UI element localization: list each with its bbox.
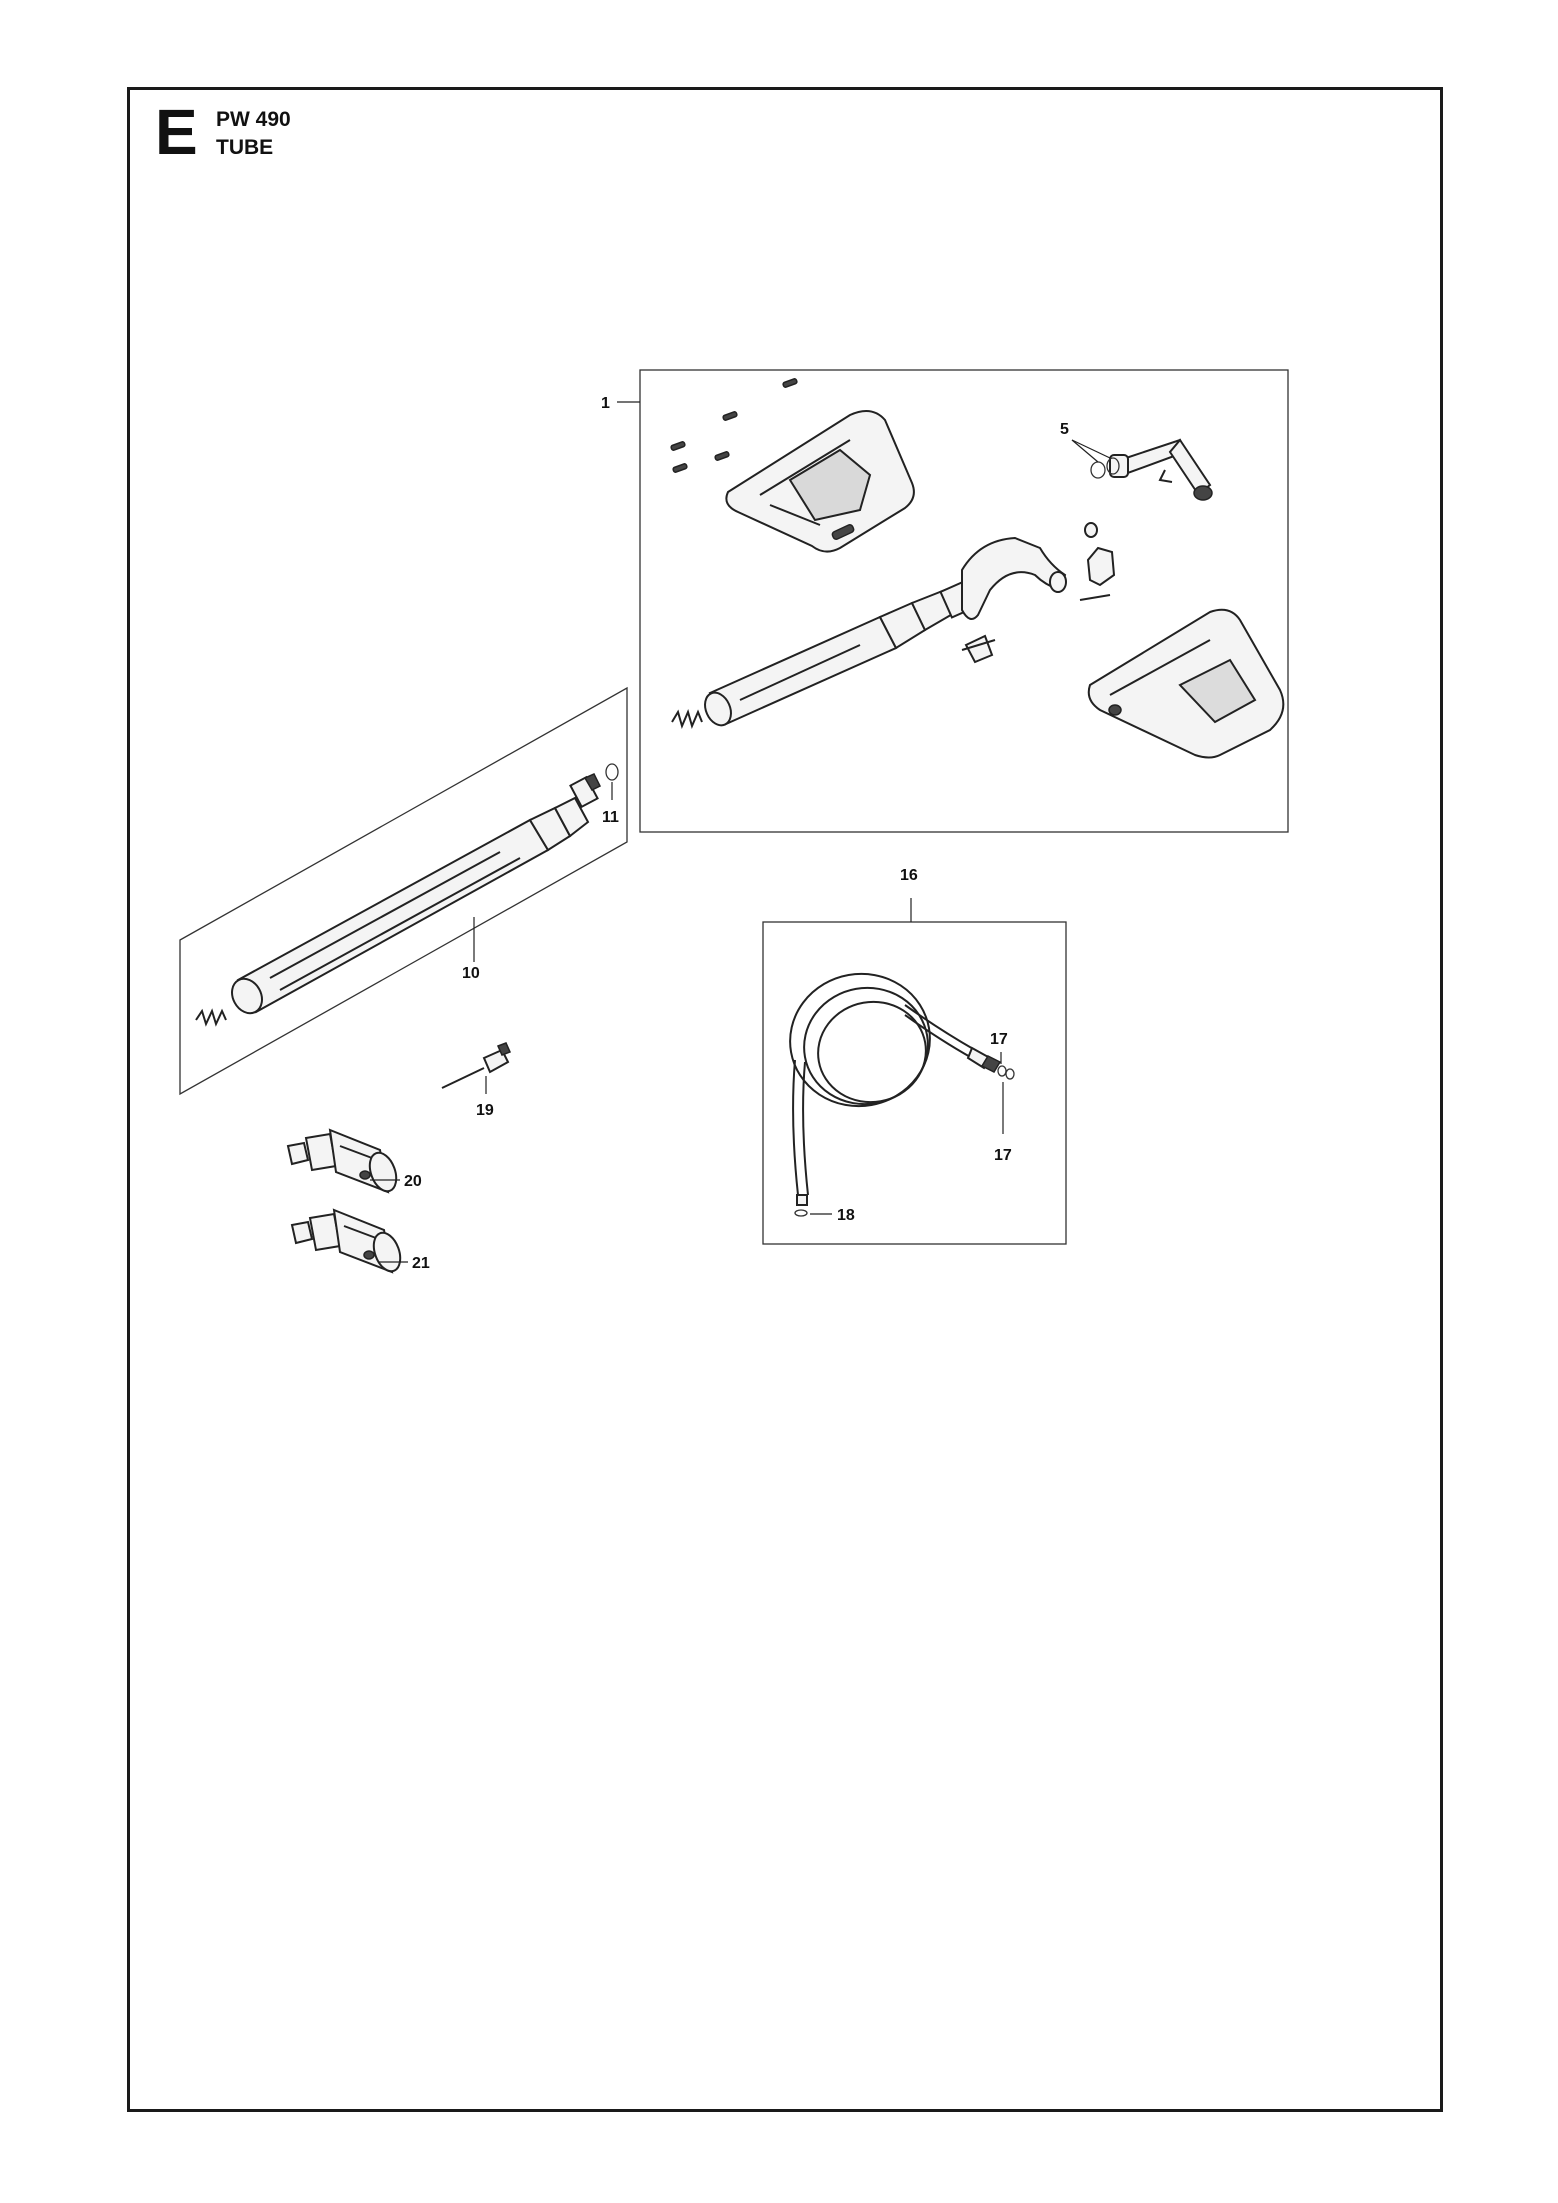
part-19-cleaning-needle: 19 [441,1042,512,1119]
part-20-nozzle: 20 [286,1128,422,1194]
section-letter: E [155,96,198,168]
inner-tube-icon [671,579,979,729]
callout-1: 1 [601,395,610,412]
lance-tube-icon [231,773,602,1015]
o-ring-icon [605,763,619,781]
group-10-box [179,686,628,1096]
coiled-hose-icon [789,972,1015,1217]
callout-5: 5 [1060,421,1069,438]
callout-21: 21 [412,1255,430,1272]
valve-connector-icon [1079,522,1116,601]
quick-nozzle-icon [290,1208,402,1274]
screws-icon [670,378,798,473]
model-label: PW 490 [216,108,291,131]
callout-5-leader-a [1071,439,1099,463]
group-1-trigger-gun: 1 [601,369,1289,833]
callout-20: 20 [404,1173,422,1190]
callout-11: 11 [602,809,619,826]
callout-18: 18 [837,1207,855,1224]
part-21-nozzle: 21 [290,1208,430,1274]
callout-10: 10 [462,965,480,982]
swivel-elbow-icon [1090,438,1213,501]
group-16-box [762,921,1067,1245]
callout-5-leader-b [1071,439,1111,459]
gun-housing-left-icon [725,410,915,553]
gun-housing-right-icon [1087,608,1285,759]
group-1-box [639,369,1289,833]
callout-16: 16 [900,867,918,884]
quick-nozzle-icon [286,1128,398,1194]
spring-icon [671,709,703,729]
group-10-lance: 10 11 [179,686,628,1096]
callout-17-upper: 17 [990,1031,1008,1048]
group-16-hose: 16 17 17 18 [762,867,1067,1245]
callout-19: 19 [476,1102,494,1119]
trigger-guard-icon [961,536,1067,620]
spring-icon [195,1008,227,1027]
trigger-lever-icon [961,634,996,664]
page-frame [127,87,1443,2112]
callout-17-lower: 17 [994,1147,1012,1164]
section-name: TUBE [216,136,274,159]
